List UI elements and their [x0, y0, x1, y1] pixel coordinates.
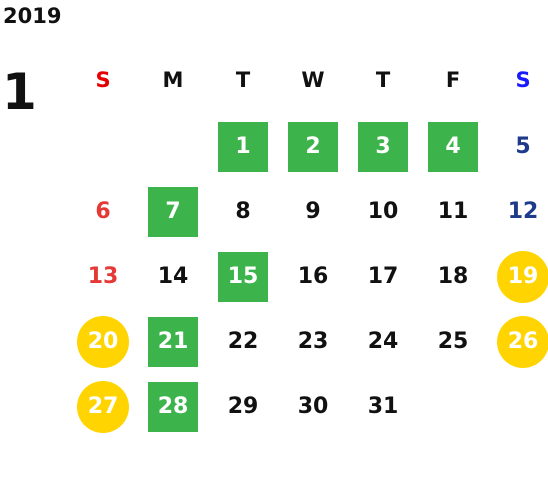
day-cell: 26	[488, 309, 548, 374]
day-number: 4	[428, 121, 478, 172]
day-number: 28	[148, 381, 198, 432]
day-cell: 22	[208, 309, 278, 374]
day-cell: 6	[68, 179, 138, 244]
weekday-header-thursday: T	[375, 68, 391, 92]
day-cell: 19	[488, 244, 548, 309]
day-number: 9	[305, 199, 321, 224]
day-number: 12	[507, 199, 539, 224]
day-number: 16	[297, 264, 329, 289]
day-number: 19	[497, 250, 548, 303]
weekday-header-sunday: S	[95, 68, 111, 92]
day-number: 20	[77, 315, 129, 368]
day-number: 3	[358, 121, 408, 172]
day-number: 18	[437, 264, 469, 289]
day-cell: 14	[138, 244, 208, 309]
day-number: 17	[367, 264, 399, 289]
day-number: 26	[497, 315, 548, 368]
weekday-header-wednesday: W	[301, 68, 325, 92]
empty-day-cell	[68, 114, 138, 179]
day-cell: 15	[208, 244, 278, 309]
day-number: 24	[367, 329, 399, 354]
day-number: 30	[297, 394, 329, 419]
day-number: 1	[218, 121, 268, 172]
day-cell: 2	[278, 114, 348, 179]
weekday-header-saturday: S	[515, 68, 531, 92]
day-number: 14	[157, 264, 189, 289]
weekday-header-tuesday: T	[235, 68, 251, 92]
day-number: 8	[235, 199, 251, 224]
month-label: 1	[2, 63, 37, 121]
day-number: 31	[367, 394, 399, 419]
day-number: 7	[148, 186, 198, 237]
day-number: 23	[297, 329, 329, 354]
day-cell: 1	[208, 114, 278, 179]
day-number: 6	[95, 199, 111, 224]
day-number: 13	[87, 264, 119, 289]
empty-day-cell	[418, 374, 488, 439]
day-cell: 23	[278, 309, 348, 374]
day-cell: 21	[138, 309, 208, 374]
day-cell: 8	[208, 179, 278, 244]
day-number: 25	[437, 329, 469, 354]
day-cell: 30	[278, 374, 348, 439]
empty-day-cell	[488, 374, 548, 439]
day-number: 10	[367, 199, 399, 224]
day-cell: 16	[278, 244, 348, 309]
day-cell: 25	[418, 309, 488, 374]
year-label: 2019	[3, 4, 62, 28]
day-cell: 28	[138, 374, 208, 439]
day-cell: 12	[488, 179, 548, 244]
day-number: 15	[218, 251, 268, 302]
weekday-header-friday: F	[445, 68, 461, 92]
day-cell: 5	[488, 114, 548, 179]
day-number: 2	[288, 121, 338, 172]
day-cell: 9	[278, 179, 348, 244]
day-cell: 27	[68, 374, 138, 439]
day-cell: 4	[418, 114, 488, 179]
day-number: 27	[77, 380, 129, 433]
weekday-header-monday: M	[162, 68, 184, 92]
day-cell: 7	[138, 179, 208, 244]
day-cell: 11	[418, 179, 488, 244]
day-number: 29	[227, 394, 259, 419]
day-cell: 24	[348, 309, 418, 374]
day-cell: 17	[348, 244, 418, 309]
day-cell: 13	[68, 244, 138, 309]
day-number: 21	[148, 316, 198, 367]
day-cell: 3	[348, 114, 418, 179]
day-number: 11	[437, 199, 469, 224]
empty-day-cell	[138, 114, 208, 179]
day-cell: 10	[348, 179, 418, 244]
day-cell: 29	[208, 374, 278, 439]
day-cell: 18	[418, 244, 488, 309]
day-number: 5	[515, 134, 531, 159]
day-cell: 20	[68, 309, 138, 374]
day-cell: 31	[348, 374, 418, 439]
day-number: 22	[227, 329, 259, 354]
